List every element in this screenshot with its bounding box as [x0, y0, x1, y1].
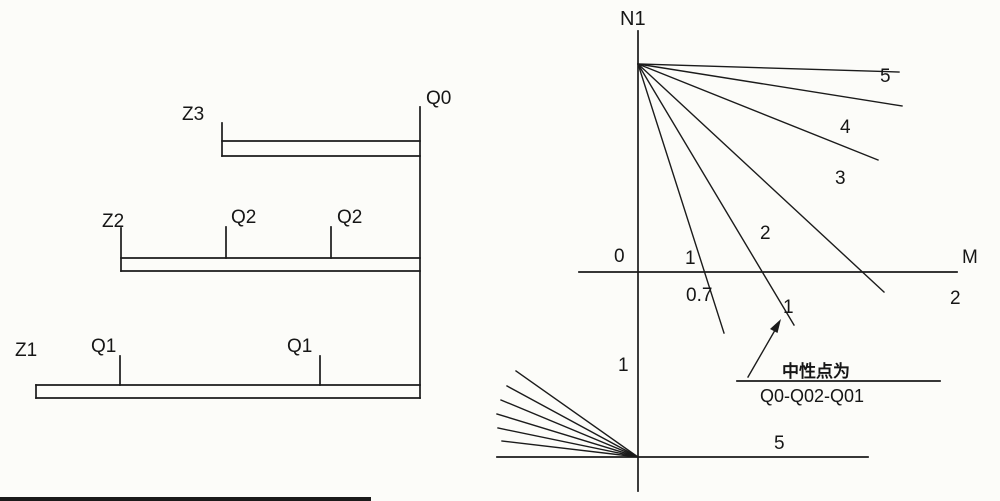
lower-ray-2: [506, 385, 639, 458]
lower-ray-1: [515, 370, 639, 458]
ray-3: [637, 63, 879, 161]
note-line1: 中性点为: [782, 361, 850, 381]
characteristic-graph: N1 M 0 5 4 3 2 1 0.7 1 2 1 5 中性点为 Q0-Q02…: [496, 8, 978, 492]
lower-tick-5-label: 5: [774, 433, 785, 454]
lower-ray-4: [496, 413, 639, 458]
label-z3: Z3: [182, 104, 204, 125]
lower-ray-6: [501, 440, 639, 458]
label-q1-left: Q1: [91, 336, 116, 357]
ray-4-label: 4: [840, 117, 851, 138]
ray-2: [637, 63, 885, 293]
upper-ray-fan: [637, 63, 903, 334]
scan-artifact-line: [0, 497, 371, 501]
winding-schematic: Z3 Q0 Z2 Q2 Q2 Z1 Q1 Q1: [15, 88, 451, 399]
label-z2: Z2: [102, 211, 124, 232]
ray-0-7-label: 0.7: [686, 285, 712, 306]
x-axis-label: M: [962, 247, 978, 268]
lower-ray-3: [500, 399, 639, 458]
x-tick-2-label: 2: [950, 288, 961, 309]
lower-ray-5: [497, 427, 639, 458]
origin-label: 0: [614, 246, 625, 267]
label-q2-right: Q2: [337, 207, 362, 228]
ray-3-label: 3: [835, 168, 846, 189]
ray-1-label: 1: [783, 297, 794, 318]
note-arrow: [747, 319, 781, 378]
ray-4: [637, 63, 903, 107]
ray-0-7: [637, 63, 725, 334]
ray-5-label: 5: [880, 66, 891, 87]
ray-1: [637, 63, 795, 326]
ray-2-label: 2: [760, 223, 771, 244]
note-arrow-shaft: [747, 324, 779, 378]
label-z1: Z1: [15, 340, 37, 361]
label-q1-right: Q1: [287, 336, 312, 357]
note-arrowhead-icon: [770, 319, 781, 333]
y-axis-label: N1: [620, 8, 646, 30]
lower-ray-fan: [496, 370, 639, 458]
label-q0: Q0: [426, 88, 451, 109]
lower-tick-1-label: 1: [618, 355, 629, 376]
ray-5: [637, 63, 900, 73]
x-tick-1-label: 1: [685, 248, 696, 269]
note-line2: Q0-Q02-Q01: [760, 386, 864, 406]
label-q2-left: Q2: [231, 207, 256, 228]
